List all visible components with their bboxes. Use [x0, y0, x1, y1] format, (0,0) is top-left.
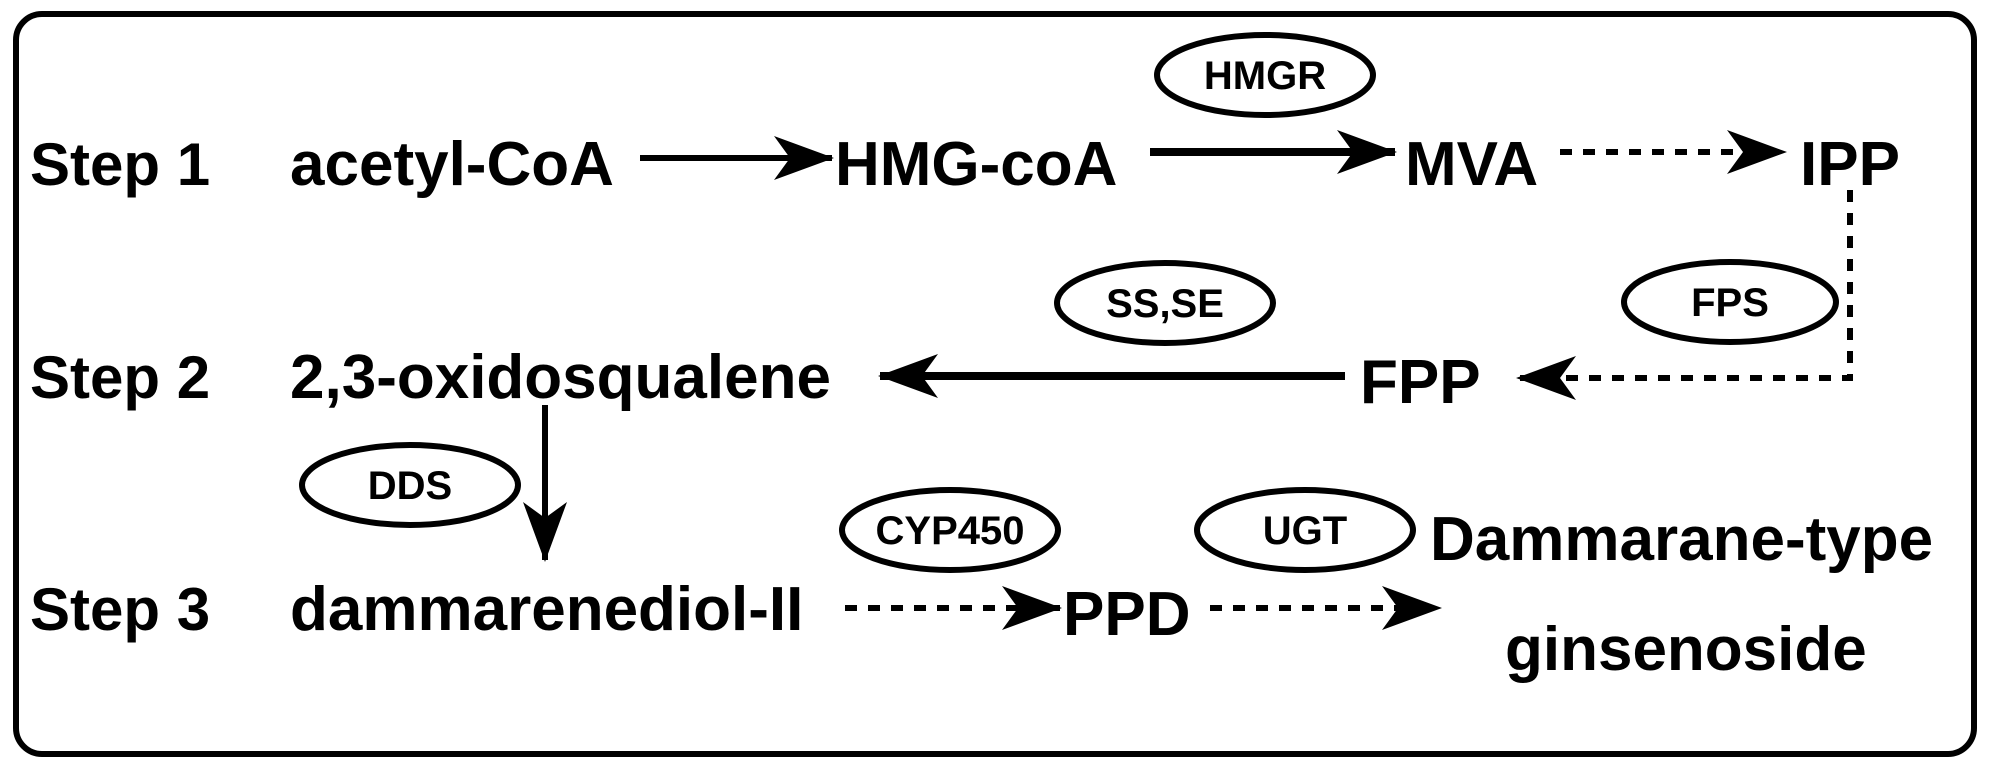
enzyme-fps-label: FPS [1691, 281, 1769, 325]
node-hmg-coa: HMG-coA [835, 130, 1117, 199]
enzyme-fps-oval [1621, 259, 1839, 345]
enzyme-ugt-label: UGT [1263, 509, 1347, 553]
arrow-ipp-to-fpp-dotted [1516, 190, 1853, 400]
enzyme-cyp450-label: CYP450 [876, 509, 1025, 553]
enzyme-hmgr-label: HMGR [1204, 54, 1326, 98]
enzyme-ss-se: SS,SE [1054, 260, 1276, 346]
step-1-label: Step 1 [30, 131, 210, 198]
enzyme-dds-label: DDS [368, 464, 452, 508]
node-fpp: FPP [1360, 348, 1481, 417]
enzyme-ugt-oval [1194, 487, 1416, 573]
enzyme-ugt: UGT [1194, 487, 1416, 573]
enzyme-hmgr-oval [1154, 32, 1376, 118]
node-ginsenoside: ginsenoside [1505, 615, 1867, 684]
node-dammarane-type: Dammarane-type [1430, 505, 1933, 574]
node-ppd: PPD [1063, 580, 1190, 649]
step-2-label: Step 2 [30, 344, 210, 411]
node-oxidosqualene: 2,3-oxidosqualene [290, 343, 831, 412]
enzyme-cyp450: CYP450 [839, 487, 1061, 573]
enzyme-dds: DDS [299, 442, 521, 528]
enzyme-hmgr: HMGR [1154, 32, 1376, 118]
enzyme-cyp450-oval [839, 487, 1061, 573]
node-acetyl-coa: acetyl-CoA [290, 130, 614, 199]
diagram-frame [13, 11, 1977, 757]
enzyme-ss-se-label: SS,SE [1106, 282, 1224, 326]
node-dammarenediol: dammarenediol-II [290, 575, 803, 644]
step-3-label: Step 3 [30, 576, 210, 643]
enzyme-ss-se-oval [1054, 260, 1276, 346]
enzyme-fps: FPS [1621, 259, 1839, 345]
node-ipp: IPP [1800, 130, 1900, 199]
node-mva: MVA [1405, 130, 1538, 199]
enzyme-dds-oval [299, 442, 521, 528]
